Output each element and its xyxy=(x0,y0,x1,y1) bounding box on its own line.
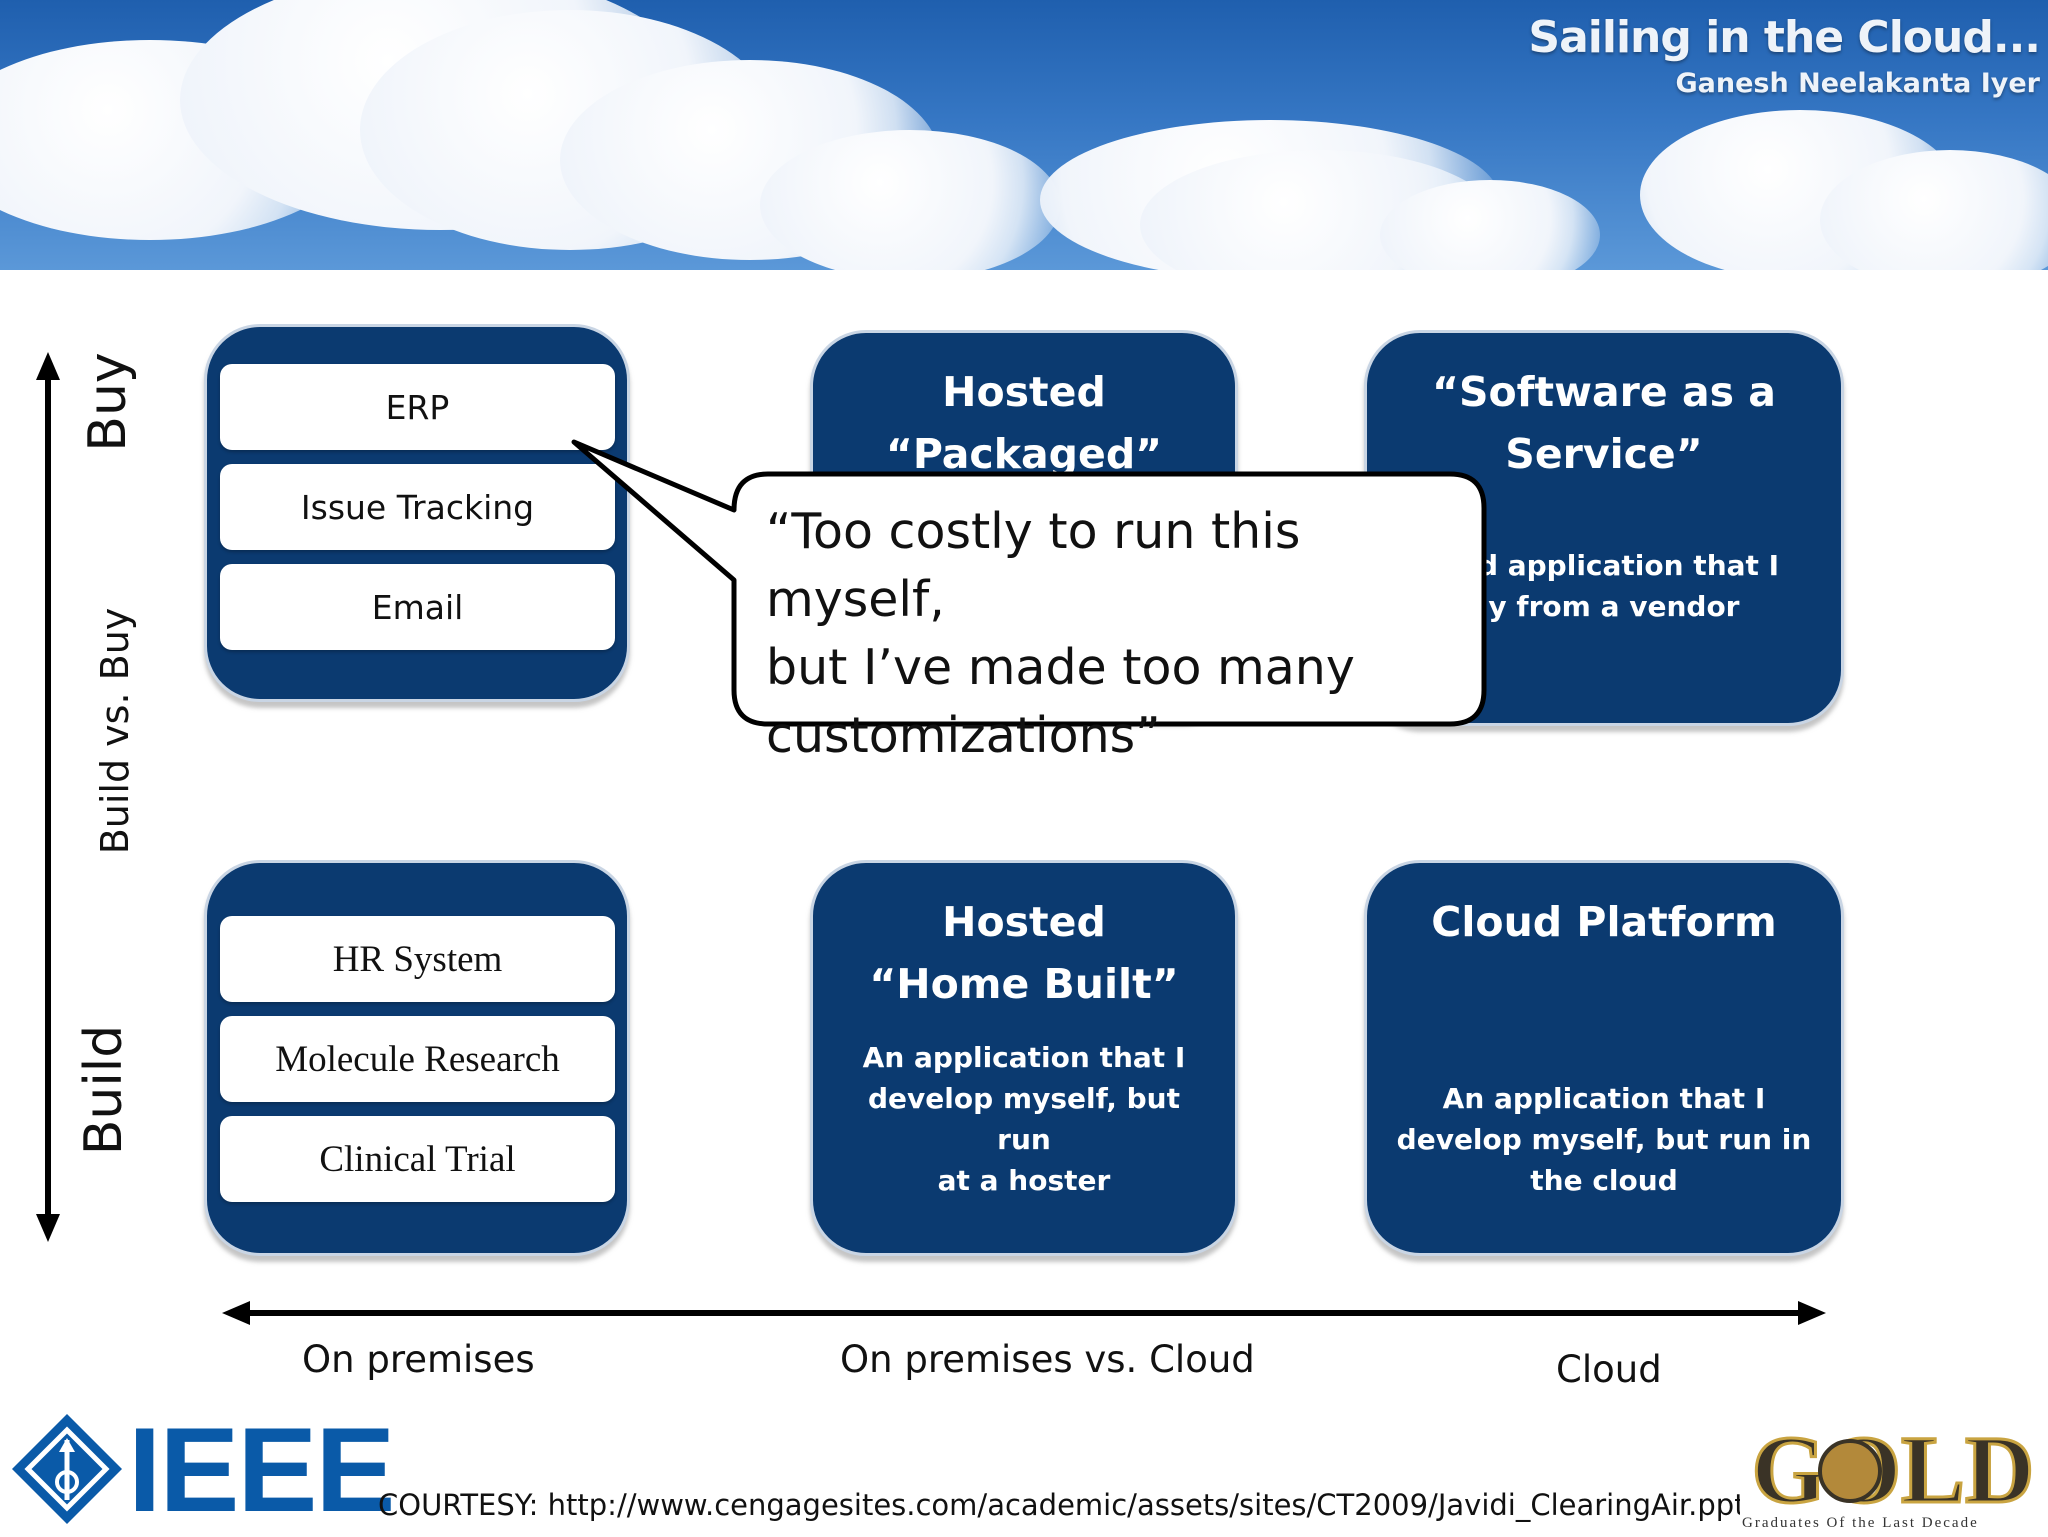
example-molecule-research: Molecule Research xyxy=(220,1016,615,1102)
quadrant-title: Cloud Platform xyxy=(1431,898,1777,946)
gold-logo-text: GOLD xyxy=(1752,1426,2035,1516)
slide-author: Ganesh Neelakanta Iyer xyxy=(1675,68,2041,99)
globe-icon xyxy=(1818,1439,1882,1503)
axis-label-on-premises: On premises xyxy=(302,1338,535,1381)
example-erp: ERP xyxy=(220,364,615,450)
quadrant-title: “Packaged” xyxy=(885,430,1163,478)
quadrant-title: “Home Built” xyxy=(869,960,1179,1008)
quadrant-description: uy from a vendor xyxy=(1468,590,1740,623)
quadrant-title: Hosted xyxy=(942,898,1106,946)
callout-line: “Too costly to run this myself, xyxy=(766,503,1301,628)
axis-label-cloud: Cloud xyxy=(1556,1348,1662,1391)
quadrant-title: Hosted xyxy=(942,368,1106,416)
example-email: Email xyxy=(220,564,615,650)
axis-label-on-premises-vs-cloud: On premises vs. Cloud xyxy=(840,1338,1255,1381)
example-clinical-trial: Clinical Trial xyxy=(220,1116,615,1202)
header-banner: Sailing in the Cloud... Ganesh Neelakant… xyxy=(0,0,2048,270)
callout-quote: “Too costly to run this myself, but I’ve… xyxy=(766,498,1466,770)
quadrant-title: Service” xyxy=(1505,430,1703,478)
gold-logo: GOLD xyxy=(1740,1426,2046,1516)
example-issue-tracking: Issue Tracking xyxy=(220,464,615,550)
gold-tagline: Graduates Of the Last Decade xyxy=(1742,1515,1979,1531)
ieee-logo: IEEE xyxy=(128,1403,395,1537)
quadrant-description: An application that I xyxy=(862,1041,1186,1074)
quadrant-description: An application that I xyxy=(1442,1082,1766,1115)
ieee-diamond-icon xyxy=(12,1414,122,1524)
courtesy-text: COURTESY: http://www.cengagesites.com/ac… xyxy=(378,1488,1746,1522)
quadrant-description: sted application that I xyxy=(1428,549,1780,582)
quadrant-description: the cloud xyxy=(1530,1164,1678,1197)
quadrant-description: develop myself, but run in xyxy=(1396,1123,1812,1156)
quadrant-cloud-platform: Cloud Platform An application that I dev… xyxy=(1364,860,1844,1256)
quadrant-title: “Software as a xyxy=(1432,368,1776,416)
example-hr-system: HR System xyxy=(220,916,615,1002)
quadrant-description: at a hoster xyxy=(937,1164,1111,1197)
quadrant-hosted-home-built: Hosted “Home Built” An application that … xyxy=(810,860,1238,1256)
slide-title: Sailing in the Cloud... xyxy=(1528,12,2041,63)
quadrant-description: develop myself, but run xyxy=(868,1082,1180,1156)
callout-line: customizations” xyxy=(766,707,1161,764)
callout-line: but I’ve made too many xyxy=(766,639,1355,696)
